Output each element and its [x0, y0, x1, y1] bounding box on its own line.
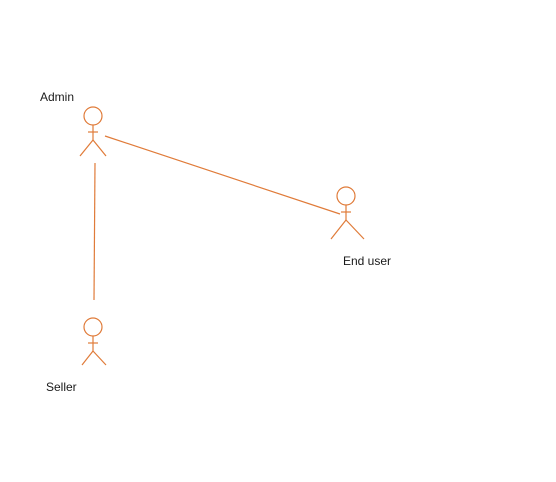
- actor-head: [336, 186, 356, 206]
- actor-left-leg: [330, 219, 347, 240]
- actor-label-seller: Seller: [46, 380, 77, 394]
- actor-head: [83, 106, 103, 126]
- actor-end-user-figure: [330, 186, 365, 240]
- actor-head: [83, 317, 103, 337]
- association-admin-end-user: [104, 135, 341, 215]
- actor-right-leg: [92, 350, 107, 366]
- actor-admin-figure: [79, 106, 107, 157]
- actor-right-leg: [345, 219, 365, 240]
- actor-label-admin: Admin: [40, 90, 75, 104]
- actor-seller-figure: [81, 317, 107, 366]
- actor-label-end-user: End user: [343, 254, 392, 268]
- actor-left-leg: [81, 350, 94, 366]
- actor-left-leg: [79, 139, 94, 157]
- association-admin-seller: [93, 162, 96, 301]
- actor-right-leg: [92, 139, 107, 157]
